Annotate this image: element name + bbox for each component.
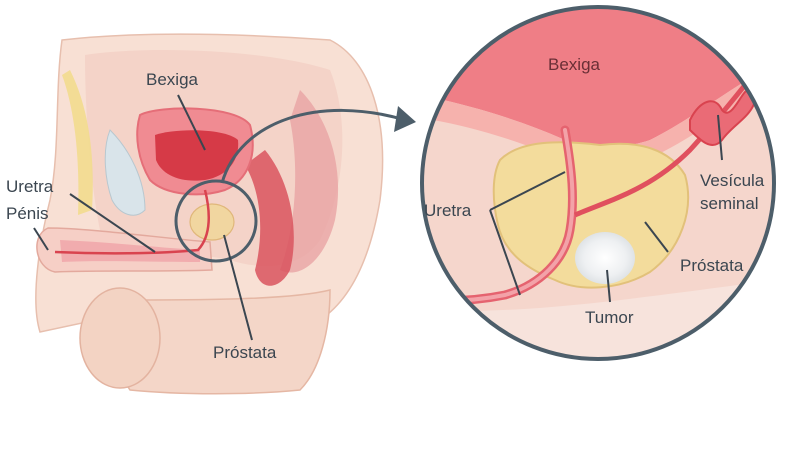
rectum-shape xyxy=(245,150,294,286)
overview-illustration xyxy=(35,33,384,395)
penis-erectile xyxy=(60,240,200,262)
fat-layer xyxy=(62,70,93,215)
bladder-inner xyxy=(155,130,239,181)
connector-arc xyxy=(220,108,406,184)
label-uretra-zoom: Uretra xyxy=(424,201,472,220)
zoom-circle-border xyxy=(420,5,776,361)
sacrum-shape xyxy=(280,90,339,273)
urethra-path xyxy=(54,189,210,255)
leader-prostata-overview xyxy=(223,234,253,341)
label-uretra-overview: Uretra xyxy=(6,177,54,196)
leader-penis xyxy=(33,227,49,251)
leader-uretra-overview xyxy=(69,193,156,253)
label-bexiga-zoom: Bexiga xyxy=(548,55,600,74)
label-tumor: Tumor xyxy=(585,308,634,327)
prostate-small xyxy=(189,203,235,241)
scrotum-shape xyxy=(79,287,161,389)
zoom-prostate xyxy=(492,141,690,289)
label-bexiga-overview: Bexiga xyxy=(146,70,198,89)
leader-uretra-zoom-b xyxy=(489,171,566,211)
pubic-bone xyxy=(104,129,146,216)
label-penis: Pénis xyxy=(6,204,49,223)
leader-lines xyxy=(33,94,723,341)
zoom-bladder xyxy=(422,7,774,148)
label-prostata-overview: Próstata xyxy=(213,343,277,362)
label-vesicula-line1: Vesícula xyxy=(700,171,765,190)
label-vesicula-line2: seminal xyxy=(700,194,759,213)
zoom-tumor-mass xyxy=(575,232,635,284)
connector-arrowhead xyxy=(394,106,416,132)
leader-vesicula xyxy=(717,114,723,161)
leader-prostata-zoom xyxy=(644,221,669,253)
zoom-bladder-wall xyxy=(422,60,774,166)
label-prostata-zoom: Próstata xyxy=(680,256,744,275)
leader-tumor xyxy=(606,269,611,303)
magnifier-small-circle xyxy=(174,179,258,263)
zoom-seminal-duct xyxy=(574,83,747,218)
leader-bexiga-overview xyxy=(177,94,206,151)
leader-uretra-zoom-a xyxy=(489,209,521,296)
